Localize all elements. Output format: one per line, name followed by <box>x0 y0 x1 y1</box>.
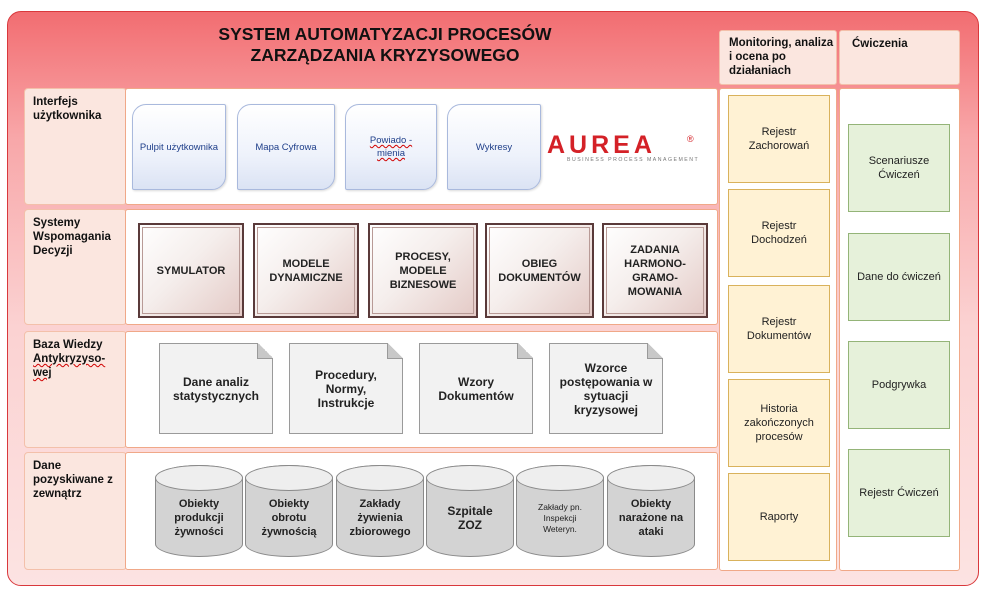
cwiczenia-box-rejestr: Rejestr Ćwiczeń <box>848 449 950 537</box>
ui-box-pulpit: Pulpit użytkownika <box>132 104 226 190</box>
monitoring-box-dokumentow: Rejestr Dokumentów <box>728 285 830 373</box>
row-label-interfejs: Interfejs użytkownika <box>24 88 127 205</box>
doc-wzorce: Wzorce postępowania w sytuacji kryzysowe… <box>549 343 663 434</box>
baza-label-line-2: Antykryzyso- <box>33 353 106 365</box>
doc-fold-icon <box>257 343 273 359</box>
monitoring-box-zachorowan: Rejestr Zachorowań <box>728 95 830 183</box>
doc-wzory-label: Wzory Dokumentów <box>438 374 514 403</box>
ui-box-wykresy: Wykresy <box>447 104 541 190</box>
cwiczenia-box-podgrywka: Podgrywka <box>848 341 950 429</box>
cylinder-top <box>336 465 424 491</box>
cylinder-zaklady-zywienia-label: Zakłady żywienia zbiorowego <box>349 498 411 538</box>
cylinder-zaklady-zywienia: Zakłady żywienia zbiorowego <box>336 465 424 557</box>
sys-box-symulator: SYMULATOR <box>138 223 244 318</box>
cylinder-top <box>245 465 333 491</box>
diagram-title: SYSTEM AUTOMATYZACJI PROCESÓW ZARZĄDZANI… <box>150 24 620 66</box>
cylinder-obiekty-narazone-label: Obiekty narażone na ataki <box>618 498 684 538</box>
zadania-label: ZADANIA HARMONO- GRAMO- MOWANIA <box>624 243 686 298</box>
monitoring-box-historia: Historia zakończonych procesów <box>728 379 830 467</box>
aurea-registered-mark: ® <box>687 134 694 144</box>
sys-box-obieg: OBIEG DOKUMENTÓW <box>485 223 594 318</box>
cylinder-top <box>607 465 695 491</box>
ui-box-mapa: Mapa Cyfrowa <box>237 104 335 190</box>
doc-procedury-label: Procedury, Normy, Instrukcje <box>315 367 377 410</box>
cylinder-obiekty-produkcji-label: Obiekty produkcji żywności <box>174 498 224 538</box>
monitoring-box-dochodzen: Rejestr Dochodzeń <box>728 189 830 277</box>
title-line-1: SYSTEM AUTOMATYZACJI PROCESÓW <box>218 24 552 44</box>
monitoring-header: Monitoring, analiza i ocena po działania… <box>719 30 837 85</box>
cylinder-top <box>516 465 604 491</box>
sys-box-zadania: ZADANIA HARMONO- GRAMO- MOWANIA <box>602 223 708 318</box>
cylinder-top <box>426 465 514 491</box>
doc-dane-analiz-label: Dane analiz statystycznych <box>172 374 260 403</box>
doc-procedury: Procedury, Normy, Instrukcje <box>289 343 403 434</box>
monitoring-box-raporty: Raporty <box>728 473 830 561</box>
cylinder-zaklady-inspekcji-label: Zakłady pn. Inspekcji Weteryn. <box>538 501 582 534</box>
doc-wzorce-label: Wzorce postępowania w sytuacji kryzysowe… <box>559 360 653 417</box>
cylinder-obiekty-obrotu-label: Obiekty obrotu żywnością <box>261 498 317 538</box>
cylinder-szpitale-label: Szpitale ZOZ <box>447 504 493 532</box>
doc-dane-analiz: Dane analiz statystycznych <box>159 343 273 434</box>
cwiczenia-box-scenariusze: Scenariusze Ćwiczeń <box>848 124 950 212</box>
sys-box-modele: MODELE DYNAMICZNE <box>253 223 359 318</box>
doc-fold-icon <box>387 343 403 359</box>
row-label-systemy: Systemy Wspomagania Decyzji <box>24 209 127 325</box>
ui-box-powiadomienia: Powiado - mienia <box>345 104 437 190</box>
aurea-logo-tagline: BUSINESS PROCESS MANAGEMENT <box>567 157 700 163</box>
doc-fold-icon <box>647 343 663 359</box>
doc-fold-icon <box>517 343 533 359</box>
cwiczenia-box-dane: Dane do ćwiczeń <box>848 233 950 321</box>
baza-label-line-1: Baza Wiedzy <box>33 339 103 351</box>
row-label-dane: Dane pozyskiwane z zewnątrz <box>24 452 127 570</box>
aurea-logo-name: AUREA <box>547 131 656 159</box>
doc-wzory: Wzory Dokumentów <box>419 343 533 434</box>
aurea-logo: AUREA ® BUSINESS PROCESS MANAGEMENT <box>547 131 700 166</box>
baza-label-line-3: wej <box>33 367 52 379</box>
row-label-baza: Baza Wiedzy Antykryzyso- wej <box>24 331 127 448</box>
sys-box-procesy: PROCESY, MODELE BIZNESOWE <box>368 223 478 318</box>
cylinder-top <box>155 465 243 491</box>
title-line-2: ZARZĄDZANIA KRYZYSOWEGO <box>250 45 520 65</box>
powiadomienia-label: Powiado - mienia <box>369 135 413 159</box>
cwiczenia-header: Ćwiczenia <box>839 30 960 85</box>
